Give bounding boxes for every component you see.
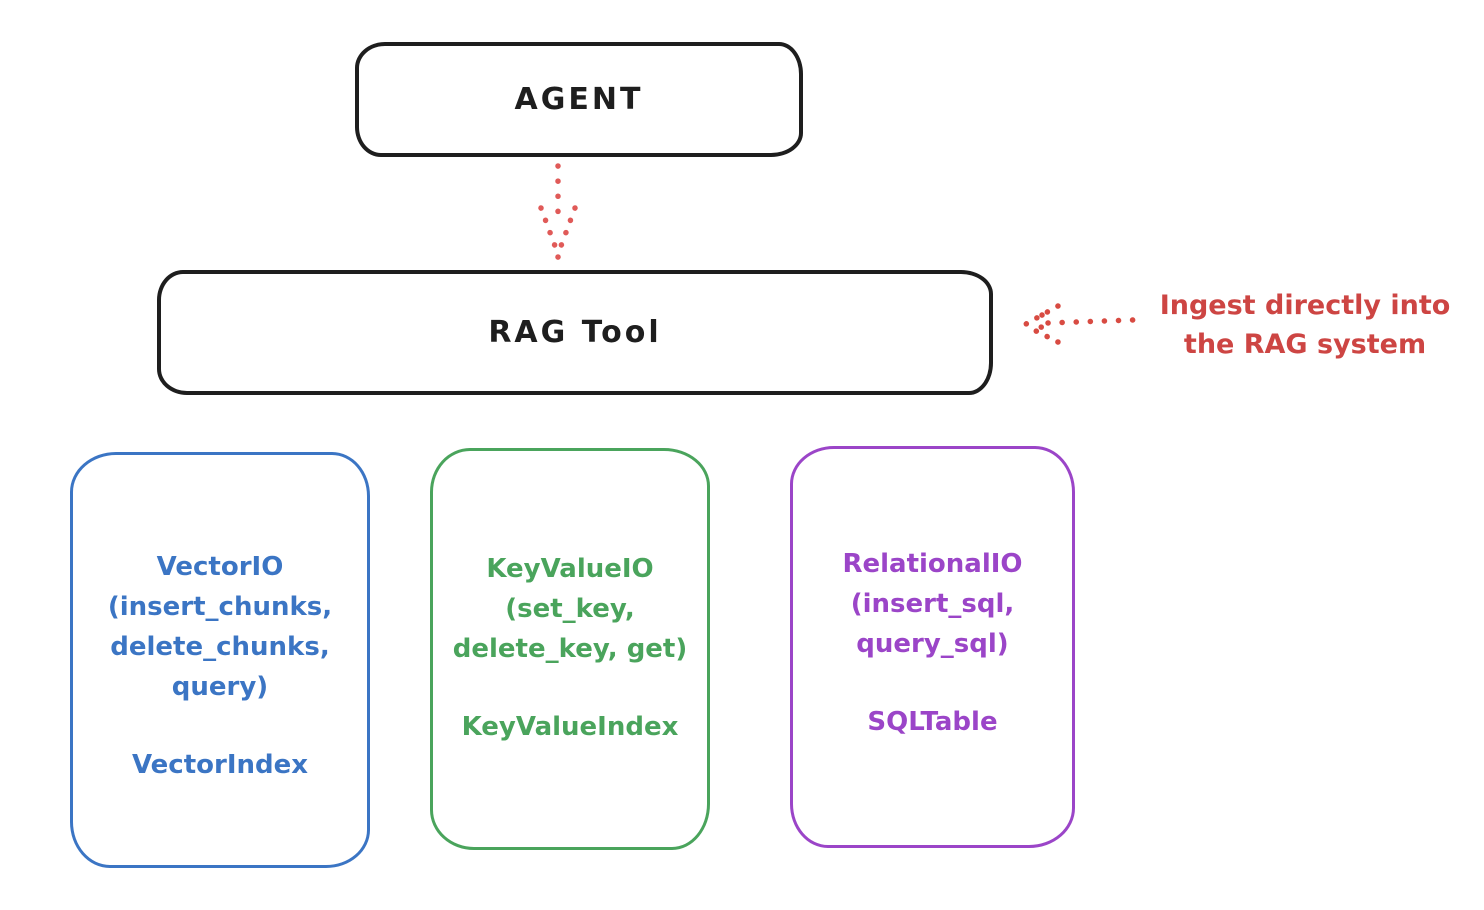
relational-io-title: RelationalIO	[842, 549, 1023, 579]
key-value-io-title: KeyValueIO	[486, 554, 654, 584]
key-value-io-fn-line: delete_key, get)	[452, 634, 688, 664]
agent-node: AGENT	[355, 42, 803, 157]
vector-io-fn-line: query)	[171, 672, 269, 702]
ingest-annotation-line2: the RAG system	[1183, 329, 1427, 360]
vector-io-box: VectorIO (insert_chunks, delete_chunks, …	[70, 452, 370, 868]
agent-node-label: AGENT	[514, 82, 644, 117]
sql-table-label: SQLTable	[867, 707, 998, 737]
ingest-arrow-icon	[1023, 303, 1137, 345]
ingest-annotation: Ingest directly into the RAG system	[1135, 286, 1475, 364]
key-value-index-label: KeyValueIndex	[461, 712, 679, 742]
agent-to-rag-tool-arrow-icon	[538, 163, 578, 260]
key-value-io-box: KeyValueIO (set_key, delete_key, get) Ke…	[430, 448, 710, 850]
ingest-annotation-line1: Ingest directly into	[1159, 290, 1451, 321]
rag-tool-node: RAG Tool	[157, 270, 993, 395]
vector-io-fn-line: delete_chunks,	[110, 632, 330, 662]
key-value-io-fn-line: (set_key,	[505, 594, 635, 624]
vector-io-fn-line: (insert_chunks,	[107, 592, 333, 622]
relational-io-fn-line: query_sql)	[856, 629, 1009, 659]
relational-io-box: RelationalIO (insert_sql, query_sql) SQL…	[790, 446, 1075, 848]
rag-tool-node-label: RAG Tool	[488, 315, 662, 350]
relational-io-fn-line: (insert_sql,	[850, 589, 1015, 619]
vector-io-title: VectorIO	[156, 552, 284, 582]
vector-index-label: VectorIndex	[131, 750, 309, 780]
